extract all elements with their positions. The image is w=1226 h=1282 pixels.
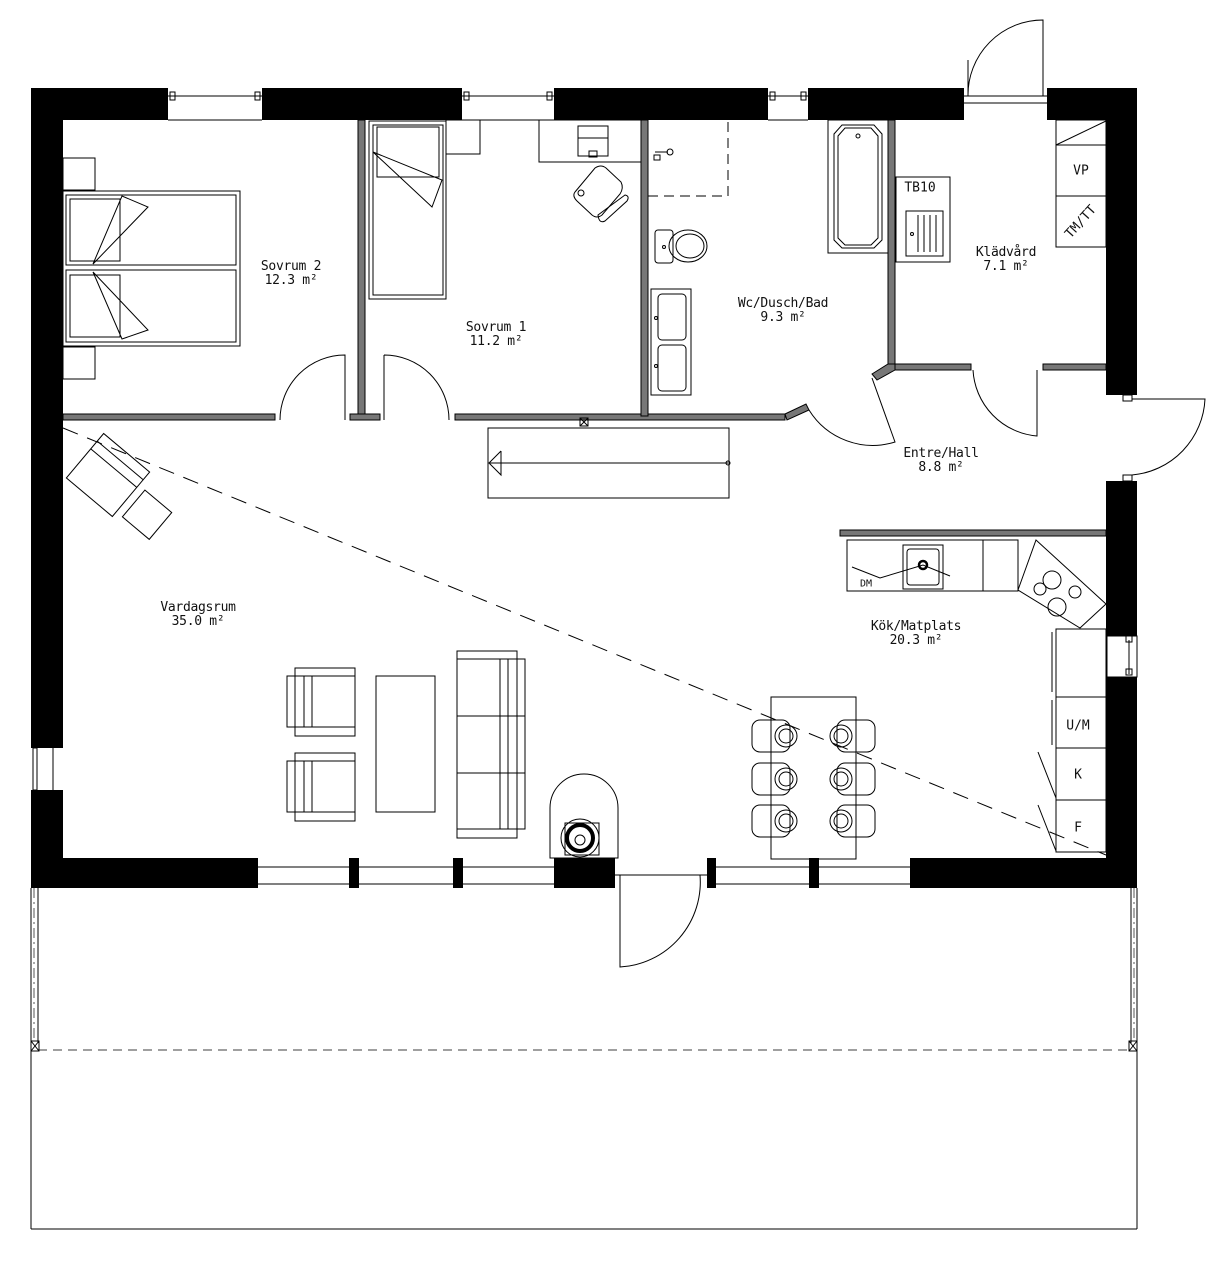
tag-laundry-sink: TB10: [904, 180, 936, 196]
room-name: Sovrum 1: [465, 320, 527, 335]
toilet: [654, 229, 708, 264]
terrace: [30, 888, 1138, 1230]
room-label-entre-hall: Entre/Hall 8.8 m²: [903, 446, 979, 475]
interior-walls: [62, 119, 1107, 537]
armchairs: [286, 667, 356, 822]
room-name: Sovrum 2: [260, 259, 322, 274]
room-area: 11.2 m²: [469, 334, 523, 349]
room-label-kladvard: Klädvård 7.1 m²: [975, 245, 1037, 274]
room-label-sovrum-1: Sovrum 1 11.2 m²: [465, 320, 527, 349]
laundry-appliances: [1055, 119, 1107, 248]
fireplace: [549, 773, 619, 859]
laundry-sink-tb10: [895, 176, 951, 263]
room-name: Vardagsrum: [160, 600, 236, 615]
nightstand: [445, 119, 481, 155]
coffee-table: [375, 675, 436, 813]
stove: [1017, 539, 1107, 629]
bathtub: [827, 119, 889, 254]
room-area: 7.1 m²: [983, 259, 1029, 274]
room-area: 8.8 m²: [918, 460, 964, 475]
room-label-wc-dusch-bad: Wc/Dusch/Bad 9.3 m²: [737, 296, 829, 325]
room-area: 12.3 m²: [264, 273, 318, 288]
room-name: Klädvård: [975, 245, 1037, 260]
sinks: [650, 288, 692, 396]
double-bed: [62, 157, 241, 380]
room-name: Kök/Matplats: [870, 619, 962, 634]
doors: [279, 19, 1206, 968]
desk-chair: [573, 165, 629, 223]
room-label-sovrum-2: Sovrum 2 12.3 m²: [260, 259, 322, 288]
tag-oven-microwave: U/M: [1066, 718, 1090, 734]
kitchen-counter: [846, 539, 1019, 592]
sofa: [456, 650, 526, 839]
tag-dishwasher: DM: [859, 578, 873, 590]
room-area: 9.3 m²: [760, 310, 806, 325]
dining-table: [770, 696, 857, 860]
room-label-vardagsrum: Vardagsrum 35.0 m²: [160, 600, 236, 629]
desk: [538, 119, 642, 163]
tag-freezer: F: [1074, 820, 1082, 836]
room-area: 35.0 m²: [171, 614, 225, 629]
room-name: Entre/Hall: [903, 446, 979, 461]
shower-area: [648, 120, 729, 197]
kitchen-cabinets-right: [1037, 628, 1107, 853]
room-area: 20.3 m²: [889, 633, 943, 648]
room-name: Wc/Dusch/Bad: [737, 296, 829, 311]
corner-armchair: [65, 432, 173, 541]
tag-heat-pump: VP: [1073, 163, 1089, 179]
single-bed: [368, 120, 447, 300]
hall-wardrobe: [487, 417, 731, 499]
tag-fridge: K: [1074, 767, 1082, 783]
windows: [32, 91, 1138, 885]
exterior-walls: [31, 88, 1137, 888]
room-label-kok-matplats: Kök/Matplats 20.3 m²: [870, 619, 962, 648]
roof-sight-line: [62, 427, 1107, 856]
dining-chairs: [751, 719, 876, 838]
